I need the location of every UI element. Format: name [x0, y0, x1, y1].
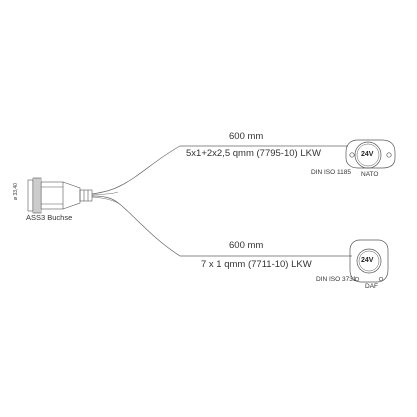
- nato-plug-drawing: [345, 139, 396, 169]
- lower-plug-name: DAF: [365, 283, 378, 290]
- upper-plug-standard: DIN ISO 1185: [311, 169, 351, 176]
- cable-line-upper: [91, 145, 348, 195]
- diameter-label: ø 33,40: [13, 183, 19, 200]
- daf-plug-drawing: [349, 239, 389, 283]
- ass3-socket-drawing: [27, 177, 93, 214]
- cable-line-lower: [91, 195, 352, 257]
- lower-plug-voltage: 24V: [361, 257, 374, 264]
- upper-plug-name: NATO: [361, 171, 379, 178]
- ass3-socket-label: ASS3 Buchse: [26, 213, 73, 222]
- lower-cable-length: 600 mm: [229, 240, 264, 251]
- lower-plug-standard: DIN ISO 3731: [316, 276, 357, 283]
- upper-plug-voltage: 24V: [361, 151, 374, 158]
- upper-cable-length: 600 mm: [229, 131, 264, 142]
- upper-cable-spec: 5x1+2x2,5 qmm (7795-10) LKW: [186, 148, 321, 159]
- lower-cable-spec: 7 x 1 qmm (7711-10) LKW: [201, 259, 312, 270]
- cable-lines: [91, 145, 352, 257]
